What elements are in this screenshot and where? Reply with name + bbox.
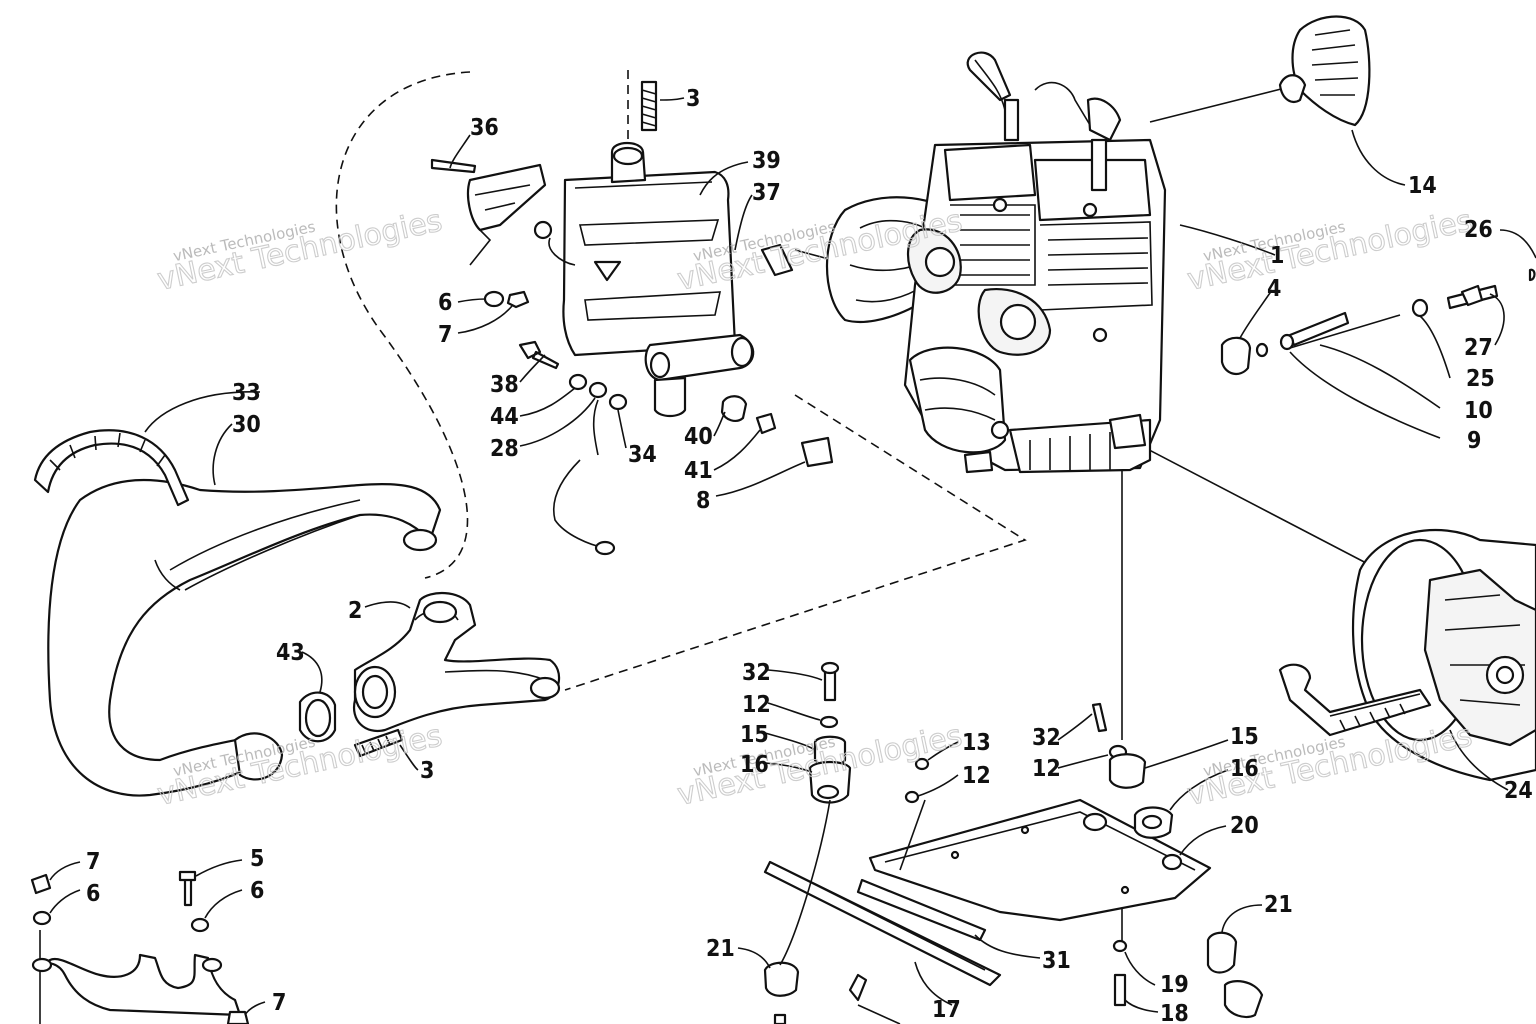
rubber-mounts bbox=[763, 661, 1264, 1024]
engine-assembly bbox=[760, 51, 1167, 474]
callout-number: 44 bbox=[490, 404, 519, 430]
engine-mount-plate bbox=[763, 798, 1212, 987]
callout-number: 40 bbox=[684, 424, 713, 450]
callout-number: 24 bbox=[1504, 778, 1533, 804]
callout-number: 19 bbox=[1160, 972, 1189, 998]
callout-number: 4 bbox=[1267, 276, 1281, 302]
callout-number: 13 bbox=[962, 730, 991, 756]
callout-numbers: 1 2 3 3 4 5 6 6 6 7 7 7 8 9 10 12 12 12 … bbox=[86, 86, 1533, 1024]
exhaust-pipe bbox=[47, 478, 442, 797]
callout-number: 17 bbox=[932, 997, 961, 1023]
callout-number: 34 bbox=[628, 442, 657, 468]
drive-clutch bbox=[1278, 528, 1536, 782]
oil-tank bbox=[562, 141, 755, 418]
mounting-bracket bbox=[430, 158, 576, 266]
alignment-lines bbox=[39, 87, 1401, 1024]
callout-number: 28 bbox=[490, 436, 519, 462]
callout-number: 6 bbox=[250, 878, 264, 904]
callout-number: 31 bbox=[1042, 948, 1071, 974]
callout-number: 6 bbox=[86, 881, 100, 907]
callout-number: 20 bbox=[1230, 813, 1259, 839]
small-hardware bbox=[483, 268, 1536, 556]
callout-number: 37 bbox=[752, 180, 781, 206]
callout-number: 12 bbox=[962, 763, 991, 789]
callout-number: 27 bbox=[1464, 335, 1493, 361]
callout-number: 36 bbox=[470, 115, 499, 141]
callout-number: 21 bbox=[1264, 892, 1293, 918]
callout-number: 33 bbox=[232, 380, 261, 406]
callout-number: 5 bbox=[250, 846, 264, 872]
callout-number: 12 bbox=[1032, 756, 1061, 782]
leader-lines bbox=[49, 97, 1536, 1024]
callout-number: 18 bbox=[1160, 1001, 1189, 1024]
callout-number: 7 bbox=[272, 990, 286, 1016]
callout-number: 8 bbox=[696, 488, 710, 514]
callout-number: 30 bbox=[232, 412, 261, 438]
callout-number: 6 bbox=[438, 290, 452, 316]
spring-hose bbox=[33, 429, 190, 507]
lower-bracket bbox=[30, 870, 250, 1024]
callout-number: 15 bbox=[1230, 724, 1259, 750]
callout-number: 9 bbox=[1467, 428, 1481, 454]
callout-number: 38 bbox=[490, 372, 519, 398]
callout-number: 25 bbox=[1466, 366, 1495, 392]
starter-handle bbox=[1278, 15, 1371, 127]
callout-number: 10 bbox=[1464, 398, 1493, 424]
exhaust-manifold bbox=[298, 592, 561, 758]
callout-number: 1 bbox=[1270, 243, 1284, 269]
callout-number: 2 bbox=[348, 598, 362, 624]
callout-number: 7 bbox=[86, 849, 100, 875]
dashed-guide-lines bbox=[335, 70, 1027, 691]
callout-number: 26 bbox=[1464, 217, 1493, 243]
callout-number: 15 bbox=[740, 722, 769, 748]
callout-number: 7 bbox=[438, 322, 452, 348]
callout-number: 14 bbox=[1408, 173, 1437, 199]
callout-number: 41 bbox=[684, 458, 713, 484]
callout-number: 3 bbox=[686, 86, 700, 112]
callout-number: 16 bbox=[1230, 756, 1259, 782]
callout-number: 32 bbox=[1032, 725, 1061, 751]
callout-number: 43 bbox=[276, 640, 305, 666]
callout-number: 39 bbox=[752, 148, 781, 174]
stud-top bbox=[640, 80, 658, 132]
callout-number: 3 bbox=[420, 758, 434, 784]
callout-number: 16 bbox=[740, 752, 769, 778]
callout-number: 32 bbox=[742, 660, 771, 686]
callout-number: 12 bbox=[742, 692, 771, 718]
callout-number: 21 bbox=[706, 936, 735, 962]
